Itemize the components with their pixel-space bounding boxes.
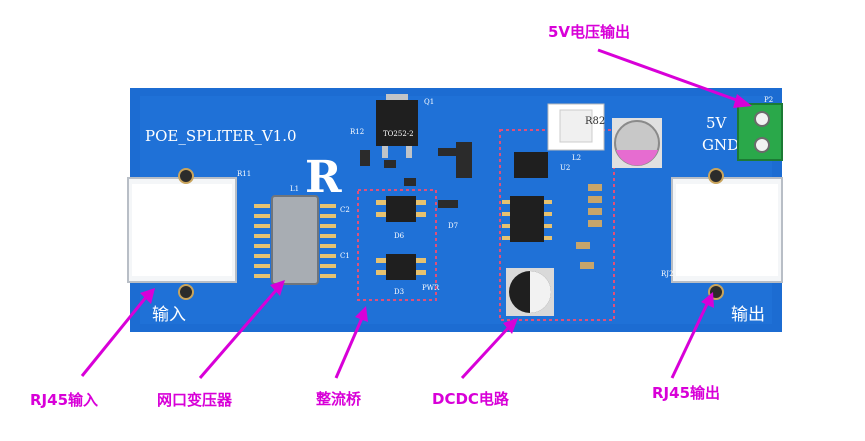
l2-label: L2 [572,154,581,162]
gnd-label: GND [702,136,739,154]
board-title: POE_SPLITER_V1.0 [145,127,297,145]
r82-label: R82 [585,116,605,127]
logo-letter: R [305,152,342,203]
label-dcdc-circuit: DCDC电路 [432,390,510,408]
dcdc-components [502,152,602,316]
label-rj45-input: RJ45输入 [30,391,98,409]
u2-label: U2 [560,164,570,172]
d3-label: D3 [394,288,404,296]
l2-inductor [547,103,605,151]
label-rectifier-bridge: 整流桥 [316,390,362,408]
q1-label: Q1 [424,98,434,106]
v5-label: 5V [706,114,728,132]
label-5v-output: 5V电压输出 [548,23,630,41]
to252-label: TO252-2 [383,130,414,138]
d6-label: D6 [394,232,405,240]
q1-mosfet [376,94,418,158]
annotation-arrows [80,48,752,380]
label-rj45-output: RJ45输出 [652,384,720,402]
l1-label: L1 [290,185,299,193]
c2-label: C2 [340,206,350,214]
input-label: 输入 [152,305,186,325]
rectifier-bridges [376,196,426,280]
label-network-transformer: 网口变压器 [157,391,233,409]
copper-pour [140,96,772,324]
pwr-label: PWR [422,284,440,292]
network-transformer [254,195,336,285]
rj45-input-jack [127,168,237,300]
p2-label: P2 [764,96,773,104]
rj45-output-jack [671,168,783,300]
r12-label: R12 [350,128,364,136]
output-terminal-block [737,103,783,161]
output-label: 输出 [731,305,765,325]
rectifier-box [357,189,437,301]
d7-label: D7 [448,222,458,230]
c1-label: C1 [340,252,350,260]
rj2-label: RJ2 [661,270,674,278]
output-capacitor [612,118,662,168]
r11-label: R11 [237,170,251,178]
